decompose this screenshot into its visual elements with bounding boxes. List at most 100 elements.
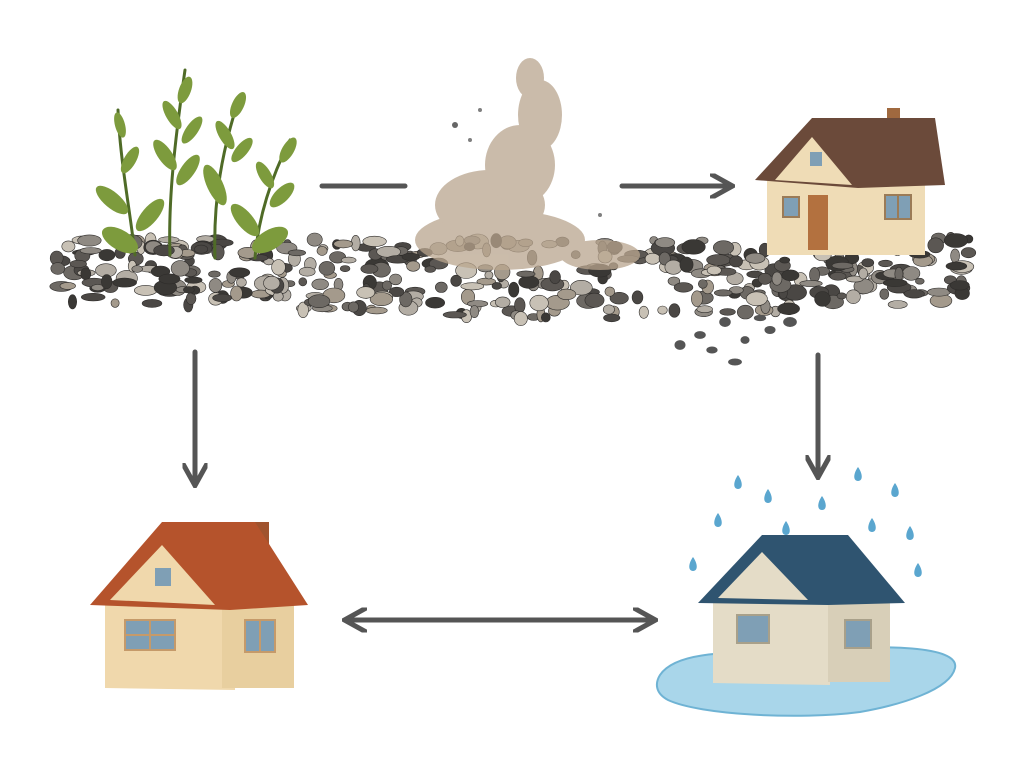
- pebble: [68, 294, 78, 310]
- pebble: [529, 294, 549, 312]
- pebble: [829, 271, 847, 281]
- pebble: [356, 286, 376, 299]
- pebble: [79, 247, 102, 255]
- pebble: [308, 294, 331, 309]
- pebble: [425, 297, 446, 309]
- pebble: [949, 280, 970, 291]
- pebble: [434, 281, 448, 293]
- pebble: [728, 286, 744, 295]
- pebble: [460, 282, 485, 291]
- pebble: [609, 292, 629, 305]
- pebble: [602, 304, 615, 315]
- pebble: [365, 306, 388, 315]
- pebble: [208, 270, 221, 278]
- pebble: [229, 267, 251, 278]
- pebble: [406, 260, 421, 272]
- pebble: [271, 259, 286, 276]
- pebble: [518, 275, 540, 289]
- pebble: [208, 278, 223, 293]
- pebble: [101, 274, 113, 290]
- pebble: [194, 244, 208, 254]
- pebble: [712, 240, 734, 255]
- pebble: [516, 270, 536, 278]
- pebble: [495, 296, 511, 308]
- pebble: [831, 262, 854, 270]
- pebble: [887, 300, 908, 309]
- dust-cloud-icon: [415, 58, 640, 270]
- pebble: [879, 288, 890, 300]
- pebble: [745, 252, 766, 264]
- pebble: [540, 312, 551, 323]
- pebble: [450, 274, 462, 287]
- pebble: [950, 248, 960, 264]
- pebble: [667, 276, 681, 286]
- pebble: [469, 305, 480, 318]
- pebble: [799, 280, 823, 287]
- pebble: [697, 279, 708, 289]
- pebble: [230, 285, 243, 302]
- rain-drop-icon: [782, 521, 790, 535]
- pebble: [657, 305, 668, 315]
- pebble: [389, 273, 402, 286]
- pebble: [882, 278, 908, 287]
- pebble: [719, 308, 736, 316]
- pebble: [745, 291, 768, 307]
- pebble: [306, 232, 323, 247]
- pebble: [297, 301, 309, 319]
- pebble: [674, 340, 686, 350]
- pebble: [348, 301, 359, 313]
- falling-pebbles: [674, 314, 797, 366]
- flooded-house-icon: [655, 535, 957, 717]
- pebble: [339, 265, 351, 272]
- pebble: [681, 239, 706, 255]
- pebble: [728, 358, 742, 366]
- pebble: [69, 259, 87, 268]
- pebble: [360, 263, 379, 274]
- pebble: [333, 239, 354, 249]
- pebble: [362, 235, 387, 247]
- pebble: [673, 282, 694, 293]
- pebble: [170, 260, 190, 277]
- pebble: [713, 289, 733, 297]
- pebble: [771, 271, 783, 286]
- pebble: [59, 282, 76, 290]
- pebble: [740, 336, 750, 344]
- pebble: [557, 288, 577, 301]
- pebble: [603, 313, 621, 323]
- pebble: [764, 325, 776, 335]
- pebble: [729, 255, 743, 268]
- pebble: [638, 305, 649, 319]
- pebble: [945, 261, 968, 271]
- pebble: [388, 286, 405, 297]
- pebble: [341, 256, 357, 264]
- pebble: [80, 267, 92, 281]
- rain-drops: [689, 467, 922, 577]
- pebble: [814, 291, 831, 307]
- pebble: [134, 285, 158, 296]
- pebble: [781, 269, 800, 281]
- pebble: [316, 246, 328, 256]
- pebble: [664, 259, 683, 275]
- pebble: [318, 261, 336, 276]
- rain-drop-icon: [854, 467, 862, 481]
- pebble: [98, 249, 116, 262]
- pebble: [706, 265, 722, 276]
- pebble: [212, 293, 233, 303]
- rain-drop-icon: [891, 483, 899, 497]
- pebble: [424, 265, 436, 273]
- pebble: [80, 293, 106, 302]
- pebble: [401, 252, 420, 261]
- pebble: [836, 292, 847, 300]
- pebble: [549, 270, 561, 285]
- rain-drop-icon: [818, 496, 826, 510]
- pebble: [184, 276, 203, 284]
- pebble: [112, 277, 137, 288]
- pebble: [777, 302, 800, 315]
- pebble: [369, 292, 394, 306]
- pebble: [631, 290, 644, 305]
- house-icon-bottom-left: [90, 522, 308, 690]
- plants-icon: [95, 68, 297, 260]
- pebble: [442, 311, 467, 319]
- house-icon-top-right: [755, 108, 945, 255]
